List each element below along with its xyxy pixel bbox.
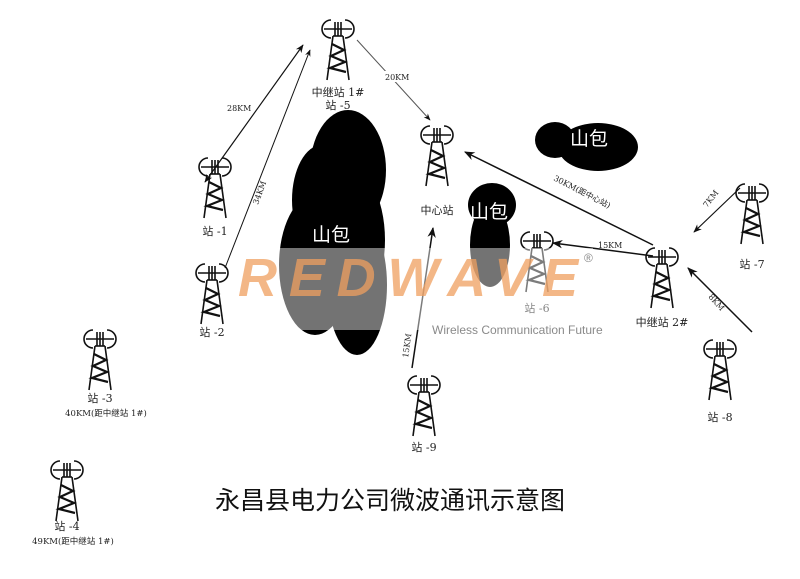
tower-s6: 站 -6 [520,231,554,315]
station-label: 站 -6 [524,301,549,315]
tower-s3: 站 -3 40KM(距中继站 1#) [65,329,147,419]
mountain-large: 山包 [279,110,387,355]
svg-text:20KM: 20KM [385,73,409,82]
station-sublabel: 站 -5 [325,98,350,112]
station-sublabel: 49KM(距中继站 1#) [32,536,114,547]
radio-tower-icon [703,339,737,401]
watermark-brand: REDWAVE [238,248,580,308]
tower-s7: 站 -7 [735,183,769,271]
radio-tower-icon [321,19,355,81]
svg-text:15KM: 15KM [401,333,413,358]
link-relay2-s6: 15KM [551,240,654,257]
radio-tower-icon [198,157,232,219]
station-label: 站 -3 [87,391,112,405]
tower-s1: 站 -1 [198,157,232,238]
radio-tower-icon [50,460,84,522]
tower-relay2: 中继站 2# [636,247,689,329]
station-label: 中继站 2# [636,315,689,329]
link-s9-center: 15KM [401,226,436,369]
watermark-tagline: Wireless Communication Future [432,323,603,337]
mountain-middle: 山包 [468,183,516,287]
link-relay1-center: 20KM [356,39,431,121]
tower-s2: 站 -2 [195,263,229,339]
link-s8-relay2: 8KM [687,267,753,333]
tower-s8: 站 -8 [703,339,737,424]
mountain-small: 山包 [535,122,638,171]
station-label: 站 -8 [707,410,732,424]
station-label: 中心站 [421,203,454,217]
diagram-title: 永昌县电力公司微波通讯示意图 [215,486,565,515]
watermark-registered: ® [584,251,593,265]
link-relay1-s1: 28KM [204,44,304,183]
radio-tower-icon [83,329,117,391]
radio-tower-icon [735,183,769,245]
radio-tower-icon [520,231,554,293]
station-label: 站 -9 [411,440,436,454]
radio-tower-icon [195,263,229,325]
svg-text:8KM: 8KM [707,292,727,312]
station-label: 站 -1 [202,224,227,238]
mountain-label: 山包 [470,201,508,223]
svg-text:30KM(距中心站): 30KM(距中心站) [552,173,612,210]
radio-tower-icon [420,125,454,187]
tower-relay1: 中继站 1#站 -5 [312,19,365,112]
station-sublabel: 40KM(距中继站 1#) [65,408,147,419]
mountain-label: 山包 [570,128,608,150]
mountain-label: 山包 [312,224,350,246]
radio-tower-icon [645,247,679,309]
watermark: REDWAVE Wireless Communication Future ® [238,248,603,337]
tower-center: 中心站 [420,125,454,217]
station-label: 站 -7 [739,257,764,271]
tower-s4: 站 -4 49KM(距中继站 1#) [32,460,114,547]
station-label: 站 -2 [199,325,224,339]
station-label: 站 -4 [54,519,79,533]
svg-text:7KM: 7KM [701,189,720,210]
station-label: 中继站 1# [312,85,365,99]
svg-text:15KM: 15KM [598,241,622,250]
link-s7-relay2: 7KM [693,187,741,233]
svg-text:28KM: 28KM [227,104,251,113]
radio-tower-icon [407,375,441,437]
tower-s9: 站 -9 [407,375,441,454]
